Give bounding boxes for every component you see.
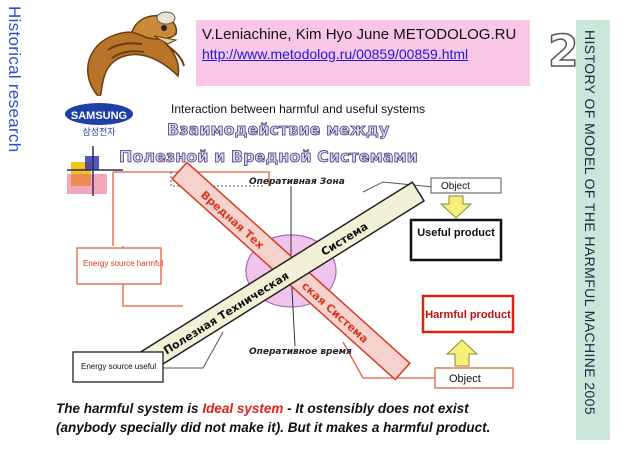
russian-title-line2: Полезной и Вредной Системами [119,147,418,166]
operational-zone-label: Оперативная Зона [249,177,345,187]
harmful-system-label-a: Вредная Тех [198,188,267,252]
caption-part2: - It ostensibly does not exist [283,401,469,416]
harmful-product-label: Harmful product [425,309,511,321]
arrow-up-icon [445,339,479,367]
harmful-product-box [421,294,515,334]
energy-useful-label: Energy source useful [81,362,156,371]
operational-time-label: Оперативное время [249,347,352,357]
samsung-korean-text: 삼성전자 [82,127,116,138]
samsung-logo-text: SAMSUNG [71,110,127,122]
source-link[interactable]: http://www.metodolog.ru/00859/00859.html [202,46,469,62]
slide-number: 2 [547,25,579,78]
caption-line1: The harmful system is Ideal system - It … [56,401,469,416]
useful-product-box [409,218,503,262]
energy-useful-box [72,351,164,383]
useful-system-label-a: Полезная Техническая [161,269,291,357]
decorative-squares [67,146,123,196]
object-top-label: Object [441,181,470,192]
object-top-box [430,177,502,194]
caption-highlight: Ideal system [202,401,284,416]
interaction-diagram: SAMSUNG 삼성전자 Interaction between harmful… [65,102,515,389]
right-vertical-title: HISTORY OF MODEL OF THE HARMFUL MACHINE … [582,30,598,416]
energy-harmful-label: Energy source harmful [83,259,164,268]
right-side-band [576,20,610,440]
caption-part1: The harmful system is [56,401,203,416]
svg-text:Useful product: Useful product [417,227,495,239]
useful-product-label: Useful product [417,227,495,239]
harmful-system-label-b: ская Система [299,279,371,345]
author-box [196,20,530,86]
caption-line2: (anybody specially did not make it). But… [56,420,491,435]
arrow-down-icon [439,195,473,219]
lizard-mascot-image [87,11,185,100]
object-bottom-label: Object [449,373,481,385]
author-text: V.Leniachine, Kim Hyo June METODOLOG.RU [202,26,517,43]
energy-harmful-box [76,247,162,285]
historical-research-title: Historical research [5,6,24,153]
russian-title-line1: Взаимодействие между [167,120,390,139]
object-bottom-box [434,367,514,389]
english-diagram-title: Interaction between harmful and useful s… [171,102,425,116]
samsung-logo: SAMSUNG 삼성전자 [65,103,133,138]
